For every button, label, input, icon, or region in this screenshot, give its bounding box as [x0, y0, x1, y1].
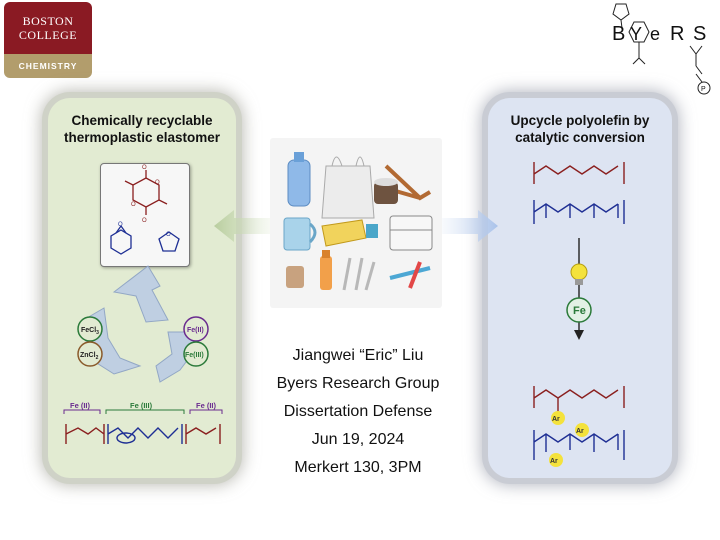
bc-logo-dept: CHEMISTRY: [4, 54, 92, 78]
event-date: Jun 19, 2024: [311, 431, 405, 448]
left-arrow-icon: [214, 210, 272, 242]
bc-logo-line2: COLLEGE: [18, 28, 78, 42]
fe-catalyst-label: Fe: [573, 305, 586, 317]
svg-text:O: O: [142, 218, 147, 224]
aryl-label-1: Ar: [552, 416, 560, 423]
small-bottle-icon: [320, 250, 332, 290]
crushed-cup-icon: [286, 266, 304, 288]
boston-college-logo: BOSTON COLLEGE CHEMISTRY: [4, 2, 92, 78]
fe-ii-label: Fe(II): [187, 327, 204, 334]
lactide-structure: [124, 170, 168, 215]
svg-text:O: O: [142, 165, 147, 171]
toothbrush-icon: [389, 261, 431, 289]
fe-iii-label: Fe(III): [185, 352, 204, 359]
plastic-bag-icon: [321, 156, 375, 219]
research-group: Byers Research Group: [276, 375, 440, 392]
block-copolymer-structure: [65, 424, 221, 444]
bc-logo-line1: BOSTON: [22, 14, 74, 28]
light-bulb-icon: [570, 263, 588, 285]
arylated-polypropylene-chain: [533, 430, 625, 460]
aryl-group-3: [549, 453, 563, 467]
byers-letter-s: S: [693, 23, 706, 45]
tetrahydrofuran-structure: [158, 231, 180, 252]
plastic-mug-icon: [283, 217, 317, 251]
monomer-structures-drawing: O O O O O O: [110, 165, 180, 255]
block-label-fe-iii: Fe (III): [130, 401, 153, 410]
svg-text:FeCl3: FeCl3: [81, 327, 99, 336]
svg-text:O: O: [131, 202, 136, 208]
left-panel-title-line2: thermoplastic elastomer: [63, 130, 221, 145]
plastic-bottle-icon: [287, 152, 311, 207]
byers-letter-e: e: [650, 24, 660, 44]
byers-letter-y: Y: [630, 24, 642, 44]
byers-letter-r: R: [670, 23, 684, 45]
event-location: Merkert 130, 3PM: [294, 459, 422, 476]
aryl-label-3: Ar: [550, 458, 558, 465]
byers-group-logo: B Y e R S P: [612, 3, 711, 95]
block-label-fe-ii-right: Fe (II): [196, 401, 217, 410]
recycling-cycle-diagram: FeCl3 ZnCl2 Fe(II) Fe(III) Fe (II) Fe (I…: [63, 265, 223, 444]
svg-text:P: P: [701, 86, 706, 93]
plastic-cutlery-icon: [342, 257, 376, 291]
block-label-fe-ii-left: Fe (II): [70, 401, 91, 410]
svg-text:O: O: [118, 222, 123, 228]
byers-letter-b: B: [612, 23, 625, 45]
zncl2-label: ZnCl: [80, 352, 96, 359]
presenter-name: Jiangwei “Eric” Liu: [292, 347, 424, 364]
left-panel-title: Chemically recyclable thermoplastic elas…: [48, 112, 236, 146]
fecl3-sub: 3: [96, 330, 99, 336]
svg-text:O: O: [166, 232, 171, 238]
aryl-label-2: Ar: [576, 428, 584, 435]
reaction-arrowhead: [574, 330, 584, 340]
cyclohexene-oxide-structure: [110, 225, 132, 255]
aryl-group-1: [551, 411, 565, 425]
aryl-group-2: [575, 423, 589, 437]
monomer-structures-box: O O O O O O: [100, 163, 190, 267]
presentation-info: Jiangwei “Eric” Liu Byers Research Group…: [250, 342, 466, 482]
recycle-arrow-top: [112, 265, 169, 323]
cycle-catalysts: [77, 316, 209, 367]
polyethylene-chain: [533, 162, 625, 184]
coffee-cup-icon: [374, 178, 398, 204]
food-container-icon: [389, 215, 433, 251]
svg-text:ZnCl2: ZnCl2: [80, 352, 99, 361]
plastic-waste-illustration: [270, 138, 442, 308]
polyolefin-upcycling-scheme: Fe Ar Ar Ar: [533, 162, 625, 467]
zncl2-sub: 2: [96, 355, 99, 361]
right-panel-title-line1: Upcycle polyolefin by: [510, 113, 650, 128]
left-panel-title-line1: Chemically recyclable: [71, 113, 213, 128]
fecl3-label: FeCl: [81, 327, 96, 334]
svg-text:O: O: [155, 180, 160, 186]
right-panel-title: Upcycle polyolefin by catalytic conversi…: [488, 112, 672, 146]
upcycle-polyolefin-panel: Upcycle polyolefin by catalytic conversi…: [488, 98, 672, 478]
right-arrow-icon: [442, 210, 498, 242]
fe-catalyst-circle: [566, 297, 592, 323]
right-panel-title-line2: catalytic conversion: [515, 130, 645, 145]
event-name: Dissertation Defense: [283, 403, 433, 420]
toothpaste-tube-icon: [321, 219, 378, 247]
polypropylene-chain: [533, 200, 625, 224]
arylated-polyethylene-chain: [533, 386, 625, 408]
